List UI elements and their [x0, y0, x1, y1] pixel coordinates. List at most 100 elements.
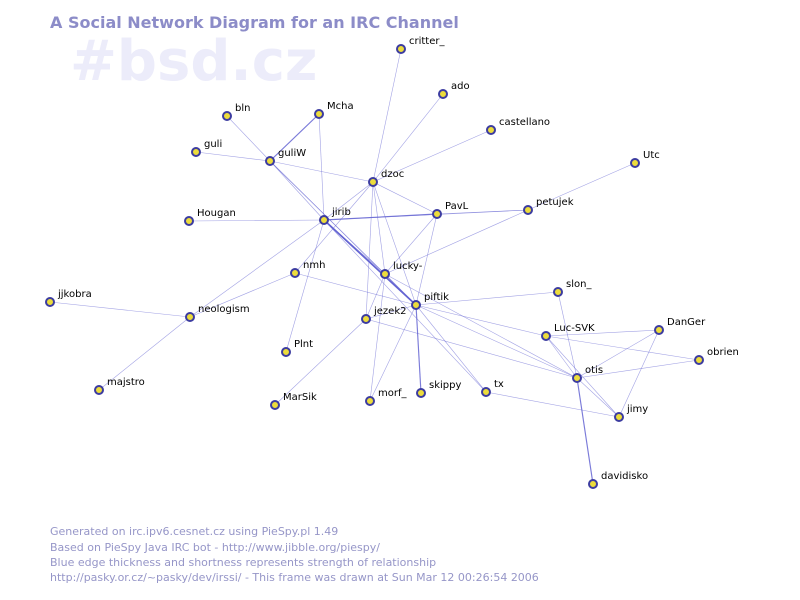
node-dot: [432, 209, 442, 219]
node-label: guliW: [278, 148, 306, 159]
node-label: guli: [204, 139, 222, 150]
node-dot: [380, 269, 390, 279]
edge-DanGer-jimy: [618, 329, 660, 418]
edge-PavL-lucky-: [384, 213, 438, 275]
node-castellano: castellano: [486, 117, 550, 135]
node-dot: [654, 325, 664, 335]
node-label: tx: [494, 379, 504, 390]
edge-piftik-Luc-SVK: [415, 304, 547, 337]
edge-tx-jimy: [485, 391, 620, 418]
node-dot: [481, 387, 491, 397]
node-dot: [191, 147, 201, 157]
node-guliW: guliW: [265, 148, 306, 166]
node-label: Mcha: [327, 101, 354, 112]
node-label: obrien: [707, 347, 739, 358]
channel-watermark: #bsd.cz: [70, 29, 318, 94]
node-label: morf_: [378, 388, 407, 399]
edge-neologism-jjkobra: [49, 301, 191, 318]
edge-otis-jimy: [576, 377, 620, 418]
node-label: jirib: [331, 207, 351, 218]
edge-piftik-otis: [415, 304, 578, 379]
node-jirib: jirib: [319, 207, 351, 225]
node-dot: [314, 109, 324, 119]
node-label: Hougan: [197, 208, 236, 219]
node-nmh: nmh: [290, 260, 325, 278]
edge-nmh-piftik: [294, 272, 417, 306]
node-label: majstro: [107, 377, 145, 388]
node-label: critter_: [409, 36, 445, 47]
nodes-layer: critter_ado bln Mcha castellano guli guliW dzo…: [45, 36, 739, 489]
edge-otis-davidisko: [576, 377, 594, 485]
node-dot: [185, 312, 195, 322]
node-MarSik: MarSik: [270, 392, 317, 410]
edge-PavL-petujek: [436, 209, 529, 215]
node-label: castellano: [499, 117, 550, 128]
node-obrien: obrien: [694, 347, 739, 365]
node-label: MarSik: [283, 392, 317, 403]
node-dot: [588, 479, 598, 489]
node-dzoc: dzoc: [368, 169, 404, 187]
edge-nmh-neologism: [189, 272, 296, 318]
edge-guliW-jirib: [269, 160, 325, 221]
node-dot: [222, 111, 232, 121]
edge-jirib-Plnt: [285, 219, 325, 353]
node-label: Plnt: [294, 339, 313, 350]
edge-Luc-SVK-DanGer: [545, 329, 660, 337]
node-critter_: critter_: [396, 36, 445, 54]
edge-piftik-slon_: [415, 291, 559, 306]
node-Mcha: Mcha: [314, 101, 354, 119]
node-dot: [319, 215, 329, 225]
edge-petujek-Utc: [527, 162, 636, 211]
node-dot: [184, 216, 194, 226]
node-dot: [45, 297, 55, 307]
edge-Luc-SVK-otis: [545, 335, 578, 379]
edge-guliW-Mcha: [269, 113, 320, 162]
node-dot: [281, 347, 291, 357]
edge-piftik-morf_: [369, 304, 417, 402]
edge-dzoc-ado: [372, 93, 444, 183]
node-dot: [438, 89, 448, 99]
node-dot: [416, 388, 426, 398]
edge-jezek2-MarSik: [274, 318, 367, 406]
node-slon_: slon_: [553, 279, 592, 297]
node-dot: [290, 268, 300, 278]
node-label: davidisko: [601, 471, 648, 482]
node-dot: [486, 125, 496, 135]
edge-jirib-Hougan: [188, 219, 325, 222]
node-dot: [365, 396, 375, 406]
footer-line-2: Based on PieSpy Java IRC bot - http://ww…: [50, 541, 380, 554]
node-label: Utc: [643, 150, 660, 161]
node-piftik: piftik: [411, 292, 449, 310]
node-label: neologism: [198, 304, 250, 315]
edge-guliW-bln: [226, 115, 271, 162]
node-davidisko: davidisko: [588, 471, 648, 489]
node-dot: [541, 331, 551, 341]
node-Hougan: Hougan: [184, 208, 236, 226]
node-otis: otis: [572, 365, 603, 383]
edge-piftik-skippy: [415, 304, 422, 394]
node-label: nmh: [303, 260, 325, 271]
edge-jirib-lucky-: [323, 219, 386, 275]
node-Luc-SVK: Luc-SVK: [541, 323, 595, 341]
node-label: DanGer: [667, 317, 706, 328]
node-dot: [614, 412, 624, 422]
node-label: jjkobra: [57, 289, 92, 300]
node-ado: ado: [438, 81, 470, 99]
node-jezek2: jezek2: [361, 306, 407, 324]
edge-guliW-guli: [195, 151, 271, 162]
node-guli: guli: [191, 139, 222, 157]
edge-dzoc-castellano: [372, 129, 492, 183]
node-dot: [396, 44, 406, 54]
node-bln: bln: [222, 103, 250, 121]
edge-PavL-piftik: [415, 213, 438, 306]
edge-jirib-neologism: [189, 219, 325, 318]
edge-jezek2-otis: [365, 318, 578, 379]
node-label: dzoc: [381, 169, 404, 180]
node-dot: [572, 373, 582, 383]
edge-dzoc-critter_: [372, 48, 402, 183]
node-petujek: petujek: [523, 197, 574, 215]
edge-otis-obrien: [576, 359, 700, 379]
node-label: PavL: [445, 201, 469, 212]
